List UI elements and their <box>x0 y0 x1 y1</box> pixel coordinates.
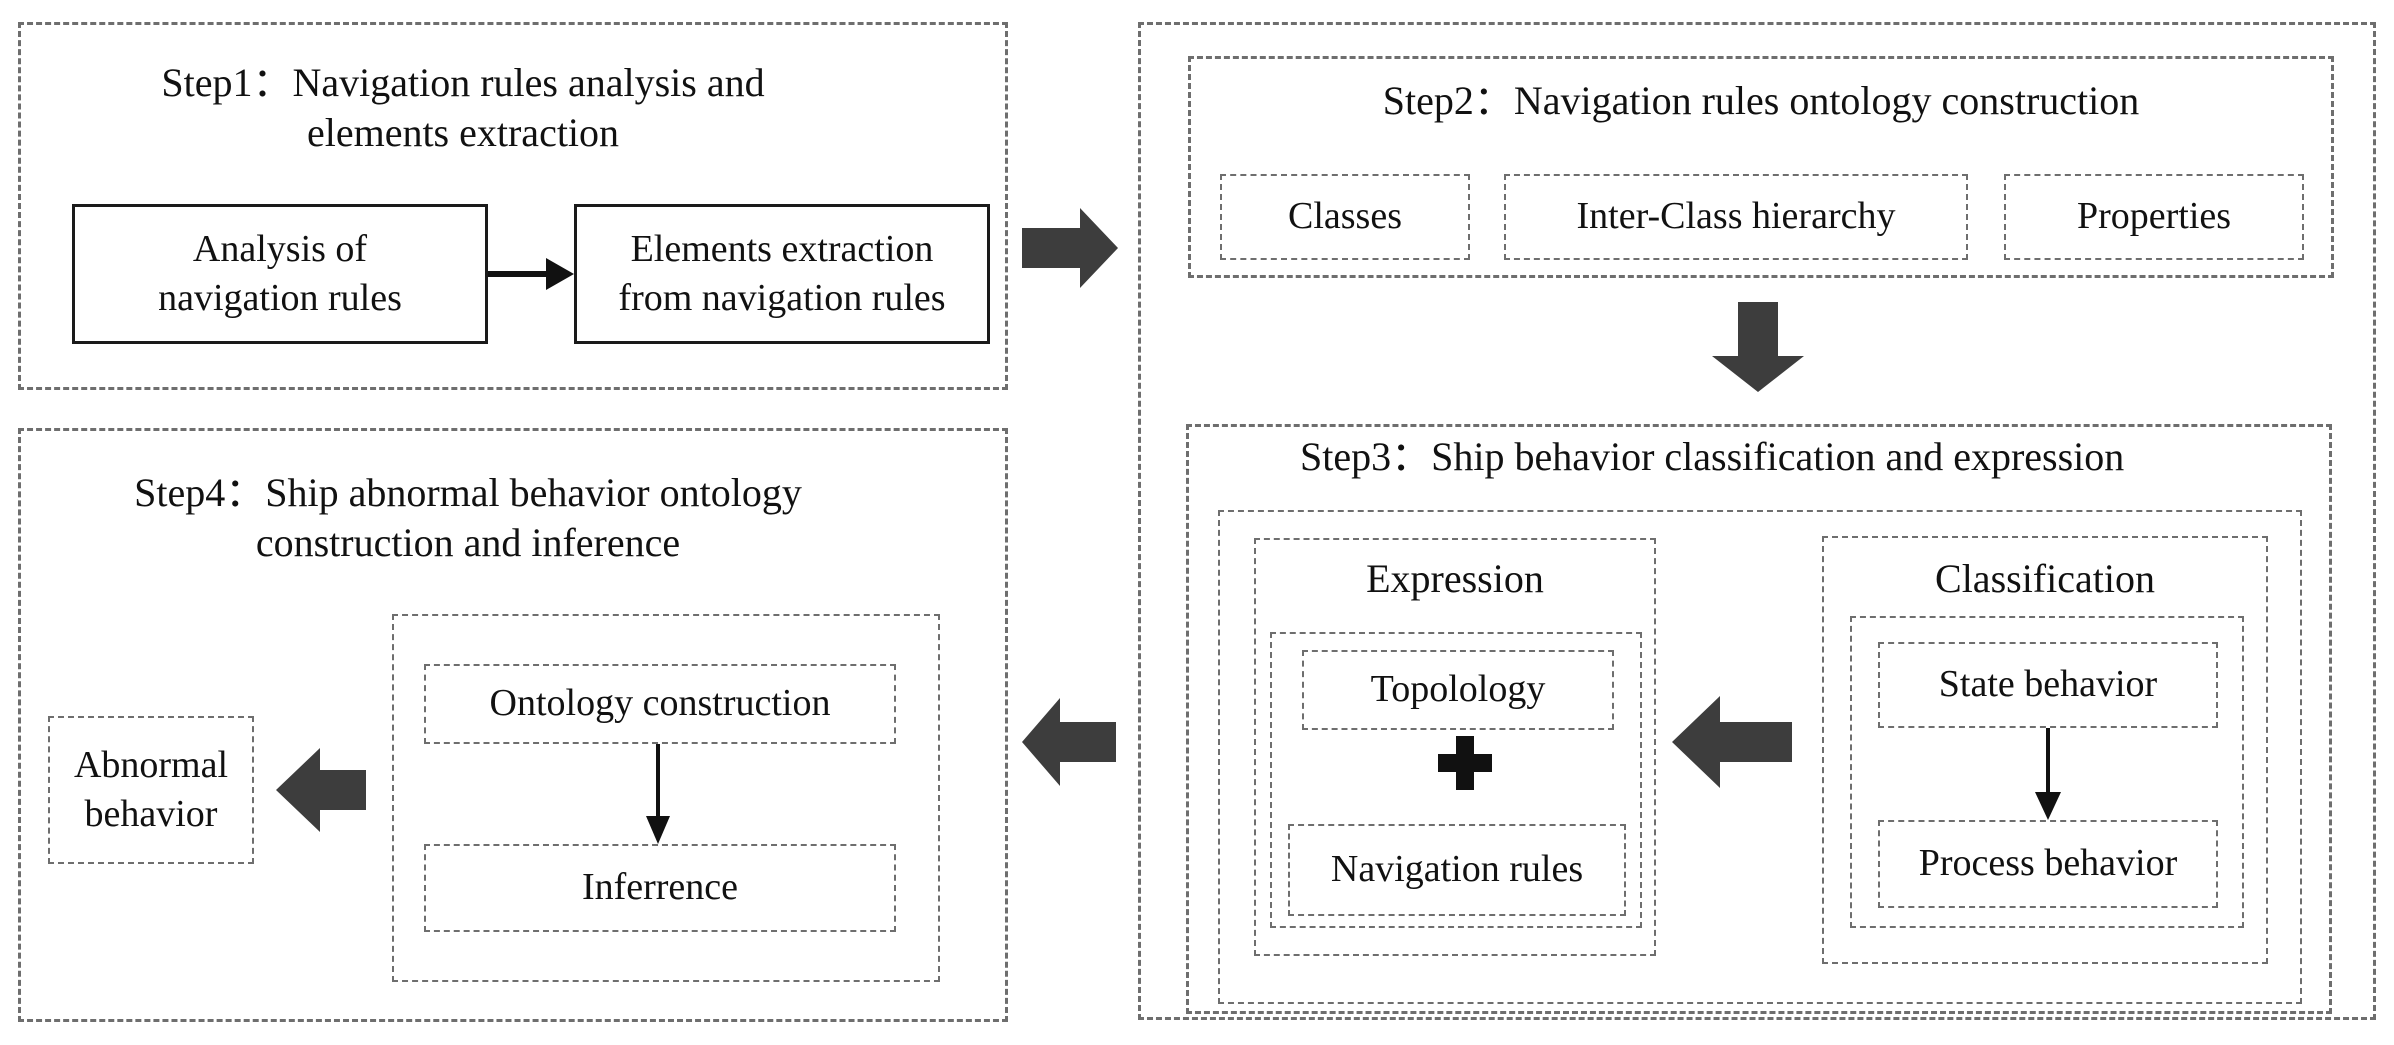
step3-to-step4-arrow <box>1022 698 1116 786</box>
process-behavior-label: Process behavior <box>1918 842 2178 885</box>
step1-title: Step1：Navigation rules analysis and elem… <box>18 58 908 158</box>
topology-box: Topolology <box>1302 650 1614 730</box>
extraction-line1: Elements extraction <box>630 227 934 270</box>
step3-panel <box>1186 424 2332 1014</box>
analysis-box: Analysis of navigation rules <box>72 204 488 344</box>
abnormal-behavior-box: Abnormal behavior <box>48 716 254 864</box>
abnormal-line2: behavior <box>84 793 218 835</box>
inference-label: Inferrence <box>581 866 739 909</box>
classes-label: Classes <box>1288 195 1402 238</box>
step4-title: Step4：Ship abnormal behavior ontology co… <box>18 468 918 568</box>
inference-box: Inferrence <box>424 844 896 932</box>
topology-label: Topolology <box>1370 668 1546 711</box>
classification-title: Classification <box>1935 556 2155 601</box>
classification-to-expression-arrow <box>1672 696 1792 788</box>
step1-title-line2: elements extraction <box>306 110 620 155</box>
step1-to-step2-arrow <box>1022 208 1118 288</box>
ontology-construction-label: Ontology construction <box>489 682 831 725</box>
expression-title: Expression <box>1366 556 1544 601</box>
classification-panel <box>1822 536 2268 964</box>
extraction-line2: from navigation rules <box>618 277 946 319</box>
inference-to-abnormal-arrow <box>276 748 366 832</box>
step4-inner-panel <box>392 614 940 982</box>
expression-rules-label: Navigation rules <box>1330 848 1584 891</box>
state-to-process-arrow <box>2035 728 2061 820</box>
step2-item-hierarchy: Inter-Class hierarchy <box>1504 174 1968 260</box>
step2-panel <box>1188 56 2334 278</box>
analysis-to-extraction-arrow <box>488 258 574 290</box>
plus-icon <box>1438 736 1492 790</box>
expression-rules-box: Navigation rules <box>1288 824 1626 916</box>
step1-panel <box>18 22 1008 390</box>
state-behavior-label: State behavior <box>1938 663 2158 706</box>
analysis-line1: Analysis of <box>192 227 368 270</box>
properties-label: Properties <box>2076 195 2232 238</box>
hierarchy-label: Inter-Class hierarchy <box>1576 195 1896 238</box>
step2-to-step3-arrow <box>1712 302 1804 392</box>
step2-item-properties: Properties <box>2004 174 2304 260</box>
analysis-line2: navigation rules <box>158 277 402 319</box>
step2-3-panel <box>1138 22 2376 1020</box>
abnormal-line1: Abnormal <box>73 743 229 786</box>
step4-panel <box>18 428 1008 1022</box>
step2-title: Step2：Navigation rules ontology construc… <box>1382 78 2140 123</box>
step4-title-line2: construction and inference <box>255 520 681 565</box>
ontology-to-inference-arrow <box>646 744 670 844</box>
expression-inner-panel <box>1270 632 1642 928</box>
step4-title-line1: Step4：Ship abnormal behavior ontology <box>134 470 802 515</box>
extraction-box: Elements extraction from navigation rule… <box>574 204 990 344</box>
state-behavior-box: State behavior <box>1878 642 2218 728</box>
step3-inner-panel <box>1218 510 2302 1004</box>
classification-inner-panel <box>1850 616 2244 928</box>
expression-panel <box>1254 538 1656 956</box>
process-behavior-box: Process behavior <box>1878 820 2218 908</box>
step1-title-line1: Step1：Navigation rules analysis and <box>161 60 765 105</box>
step2-item-classes: Classes <box>1220 174 1470 260</box>
step3-title: Step3：Ship behavior classification and e… <box>1300 434 2125 479</box>
ontology-construction-box: Ontology construction <box>424 664 896 744</box>
